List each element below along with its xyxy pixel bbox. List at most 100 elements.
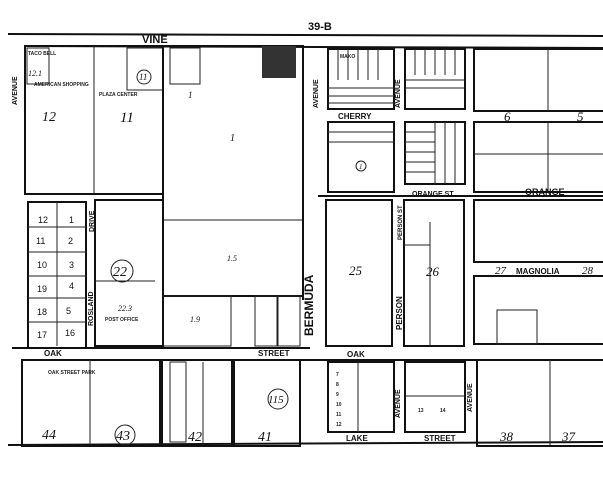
- label-plaza-center: PLAZA CENTER: [99, 92, 138, 98]
- street-bermuda: BERMUDA: [302, 274, 316, 336]
- parcel-1-b: 1: [230, 133, 235, 144]
- block-mako-west: [327, 48, 395, 110]
- label-post-office: POST OFFICE: [105, 317, 139, 323]
- parcel-outline: [277, 295, 301, 347]
- parcel-37: 37: [561, 429, 576, 444]
- block-22: [94, 199, 164, 347]
- parcel-outline: [169, 361, 187, 443]
- street-oak-left: OAK: [44, 349, 62, 358]
- sheet-id: 39-B: [308, 21, 332, 33]
- street-lake: LAKE: [346, 434, 368, 443]
- hatched-parcel: [262, 46, 296, 78]
- parcel-circle: [267, 388, 289, 410]
- parcel-outline: [496, 309, 538, 345]
- street-drive: DRIVE: [89, 210, 96, 232]
- parcel-41: 41: [258, 430, 272, 445]
- street-person-st: PERSON ST: [398, 205, 404, 240]
- block-magnolia-south: [473, 275, 603, 345]
- lot: 2: [68, 236, 73, 246]
- street-orange: ORANGE: [525, 187, 565, 197]
- parcel-12-1: 12.1: [28, 69, 42, 78]
- parcel-27: 27: [495, 265, 507, 277]
- parcel-5: 5: [577, 109, 584, 124]
- parcel-12: 12: [42, 110, 56, 125]
- block-27-28-north: [473, 199, 603, 263]
- lot: 3: [69, 260, 74, 270]
- street-orange-st: ORANGE ST: [412, 191, 454, 198]
- label-taco-bell: TACO BELL: [28, 51, 56, 57]
- lot: 18: [37, 307, 47, 317]
- parcel-circle: [110, 259, 134, 283]
- lot: 10: [37, 260, 47, 270]
- parcel-outline: [254, 295, 278, 347]
- parcel-28: 28: [582, 265, 594, 277]
- parcel-circle: [114, 424, 136, 446]
- block-6-5-south: [473, 121, 603, 193]
- block-26: [403, 199, 465, 347]
- rosland-lots-right: 1 2 3 4 5 16: [65, 215, 75, 338]
- parcel-38: 38: [499, 429, 514, 444]
- block-lake-west: [327, 361, 395, 433]
- lot: 11: [336, 412, 342, 418]
- street-vine: VINE: [142, 34, 168, 46]
- street-rosland: ROSLAND: [88, 291, 95, 326]
- vine-street-north-edge: [7, 33, 603, 37]
- lot: 5: [66, 306, 71, 316]
- block-42: [161, 359, 233, 447]
- parcel-25: 25: [349, 263, 363, 278]
- parcel-1-a: 1: [188, 90, 193, 100]
- parcel-22: 22: [113, 265, 127, 280]
- lot: 13: [418, 408, 424, 414]
- parcel-outline: [169, 47, 201, 85]
- lot: 8: [336, 382, 339, 388]
- lot: 11: [36, 236, 45, 246]
- lot: 9: [336, 392, 339, 398]
- lot: 19: [37, 284, 47, 294]
- parcel-1-c: 1: [359, 163, 363, 171]
- street-street-mid: STREET: [258, 349, 290, 358]
- lot: 16: [65, 328, 75, 338]
- parcel-26: 26: [426, 264, 440, 279]
- lot: 14: [440, 408, 446, 414]
- parcel-22-3: 22.3: [118, 304, 132, 313]
- parcel-44: 44: [42, 428, 56, 443]
- lot: 4: [69, 281, 74, 291]
- label-oak-street-park: OAK STREET PARK: [48, 370, 96, 376]
- parcel-1-9: 1.9: [190, 315, 200, 324]
- parcel-11-circled: 11: [139, 72, 147, 82]
- street-oak-right: OAK: [347, 350, 365, 359]
- lot: 7: [336, 372, 339, 378]
- street-avenue-left: AVENUE: [12, 76, 19, 105]
- rosland-lots-left: 12 11 10 19 18 17: [36, 215, 48, 340]
- block-38-37: [476, 359, 603, 447]
- street-cherry: CHERRY: [338, 112, 372, 121]
- street-street-lower: STREET: [424, 434, 456, 443]
- block-25: [325, 199, 393, 347]
- lake-lots: 7 8 9 10 11 12 13 14: [336, 372, 446, 428]
- parcel-42: 42: [188, 430, 202, 445]
- parcel-43: 43: [116, 429, 130, 444]
- parcel-circle: [136, 69, 152, 85]
- parcel-circle: [355, 160, 367, 172]
- block-lake-east: [404, 361, 466, 433]
- block-41: [233, 359, 301, 447]
- parcel-outline: [26, 47, 50, 85]
- lot: 10: [336, 402, 342, 408]
- block-oak-street-park: [21, 359, 161, 447]
- block-6-5-north: [473, 48, 603, 112]
- street-avenue-mid2: AVENUE: [395, 79, 402, 108]
- street-avenue-mid: AVENUE: [313, 79, 320, 108]
- street-person: PERSON: [395, 296, 404, 330]
- parcel-6: 6: [504, 109, 511, 124]
- street-avenue-lower-right: AVENUE: [467, 383, 474, 412]
- street-avenue-lower: AVENUE: [395, 389, 402, 418]
- lot: 1: [69, 215, 74, 225]
- rosland-lot-lines: [28, 202, 86, 346]
- parcel-115: 115: [268, 394, 284, 406]
- map-bottom-edge: [7, 441, 603, 446]
- cherry-lot-lines: [328, 49, 465, 184]
- street-magnolia: MAGNOLIA: [516, 267, 560, 276]
- street-mako: MAKO: [340, 54, 355, 60]
- lot: 17: [37, 330, 47, 340]
